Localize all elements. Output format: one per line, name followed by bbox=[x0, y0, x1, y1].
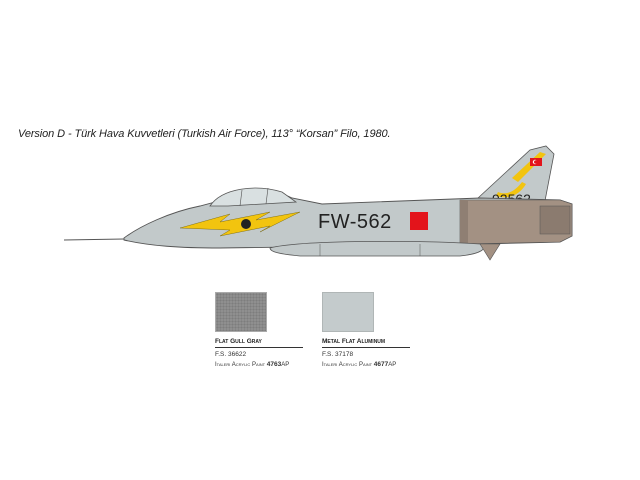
national-marking-square bbox=[410, 212, 428, 230]
version-caption: Version D - Türk Hava Kuvvetleri (Turkis… bbox=[18, 128, 391, 140]
paint-name: Metal Flat Aluminum bbox=[322, 338, 410, 348]
color-swatch bbox=[215, 292, 267, 332]
italeri-code: Italeri Acrylic Paint 4763AP bbox=[215, 361, 290, 368]
squadron-emblem bbox=[241, 219, 251, 229]
nose-code-text: FW-562 bbox=[318, 211, 392, 233]
nose-yellow-flash bbox=[179, 211, 301, 237]
canopy bbox=[209, 187, 298, 207]
ventral-fin bbox=[479, 243, 501, 261]
drop-tank bbox=[269, 240, 485, 257]
pitot-probe bbox=[63, 238, 125, 241]
paint-swatch-gull-gray: Flat Gull Gray F.S. 36622 Italeri Acryli… bbox=[215, 292, 325, 368]
fs-number: F.S. 37178 bbox=[322, 351, 354, 358]
italeri-code: Italeri Acrylic Paint 4677AP bbox=[322, 361, 397, 368]
color-swatch bbox=[322, 292, 374, 332]
paint-name: Flat Gull Gray bbox=[215, 338, 303, 348]
paint-swatch-flat-aluminum: Metal Flat Aluminum F.S. 37178 Italeri A… bbox=[322, 292, 432, 368]
aircraft-profile-illustration: 92562 FW-562 bbox=[63, 145, 573, 261]
fs-number: F.S. 36622 bbox=[215, 351, 247, 358]
tail-yellow-band bbox=[496, 182, 526, 198]
